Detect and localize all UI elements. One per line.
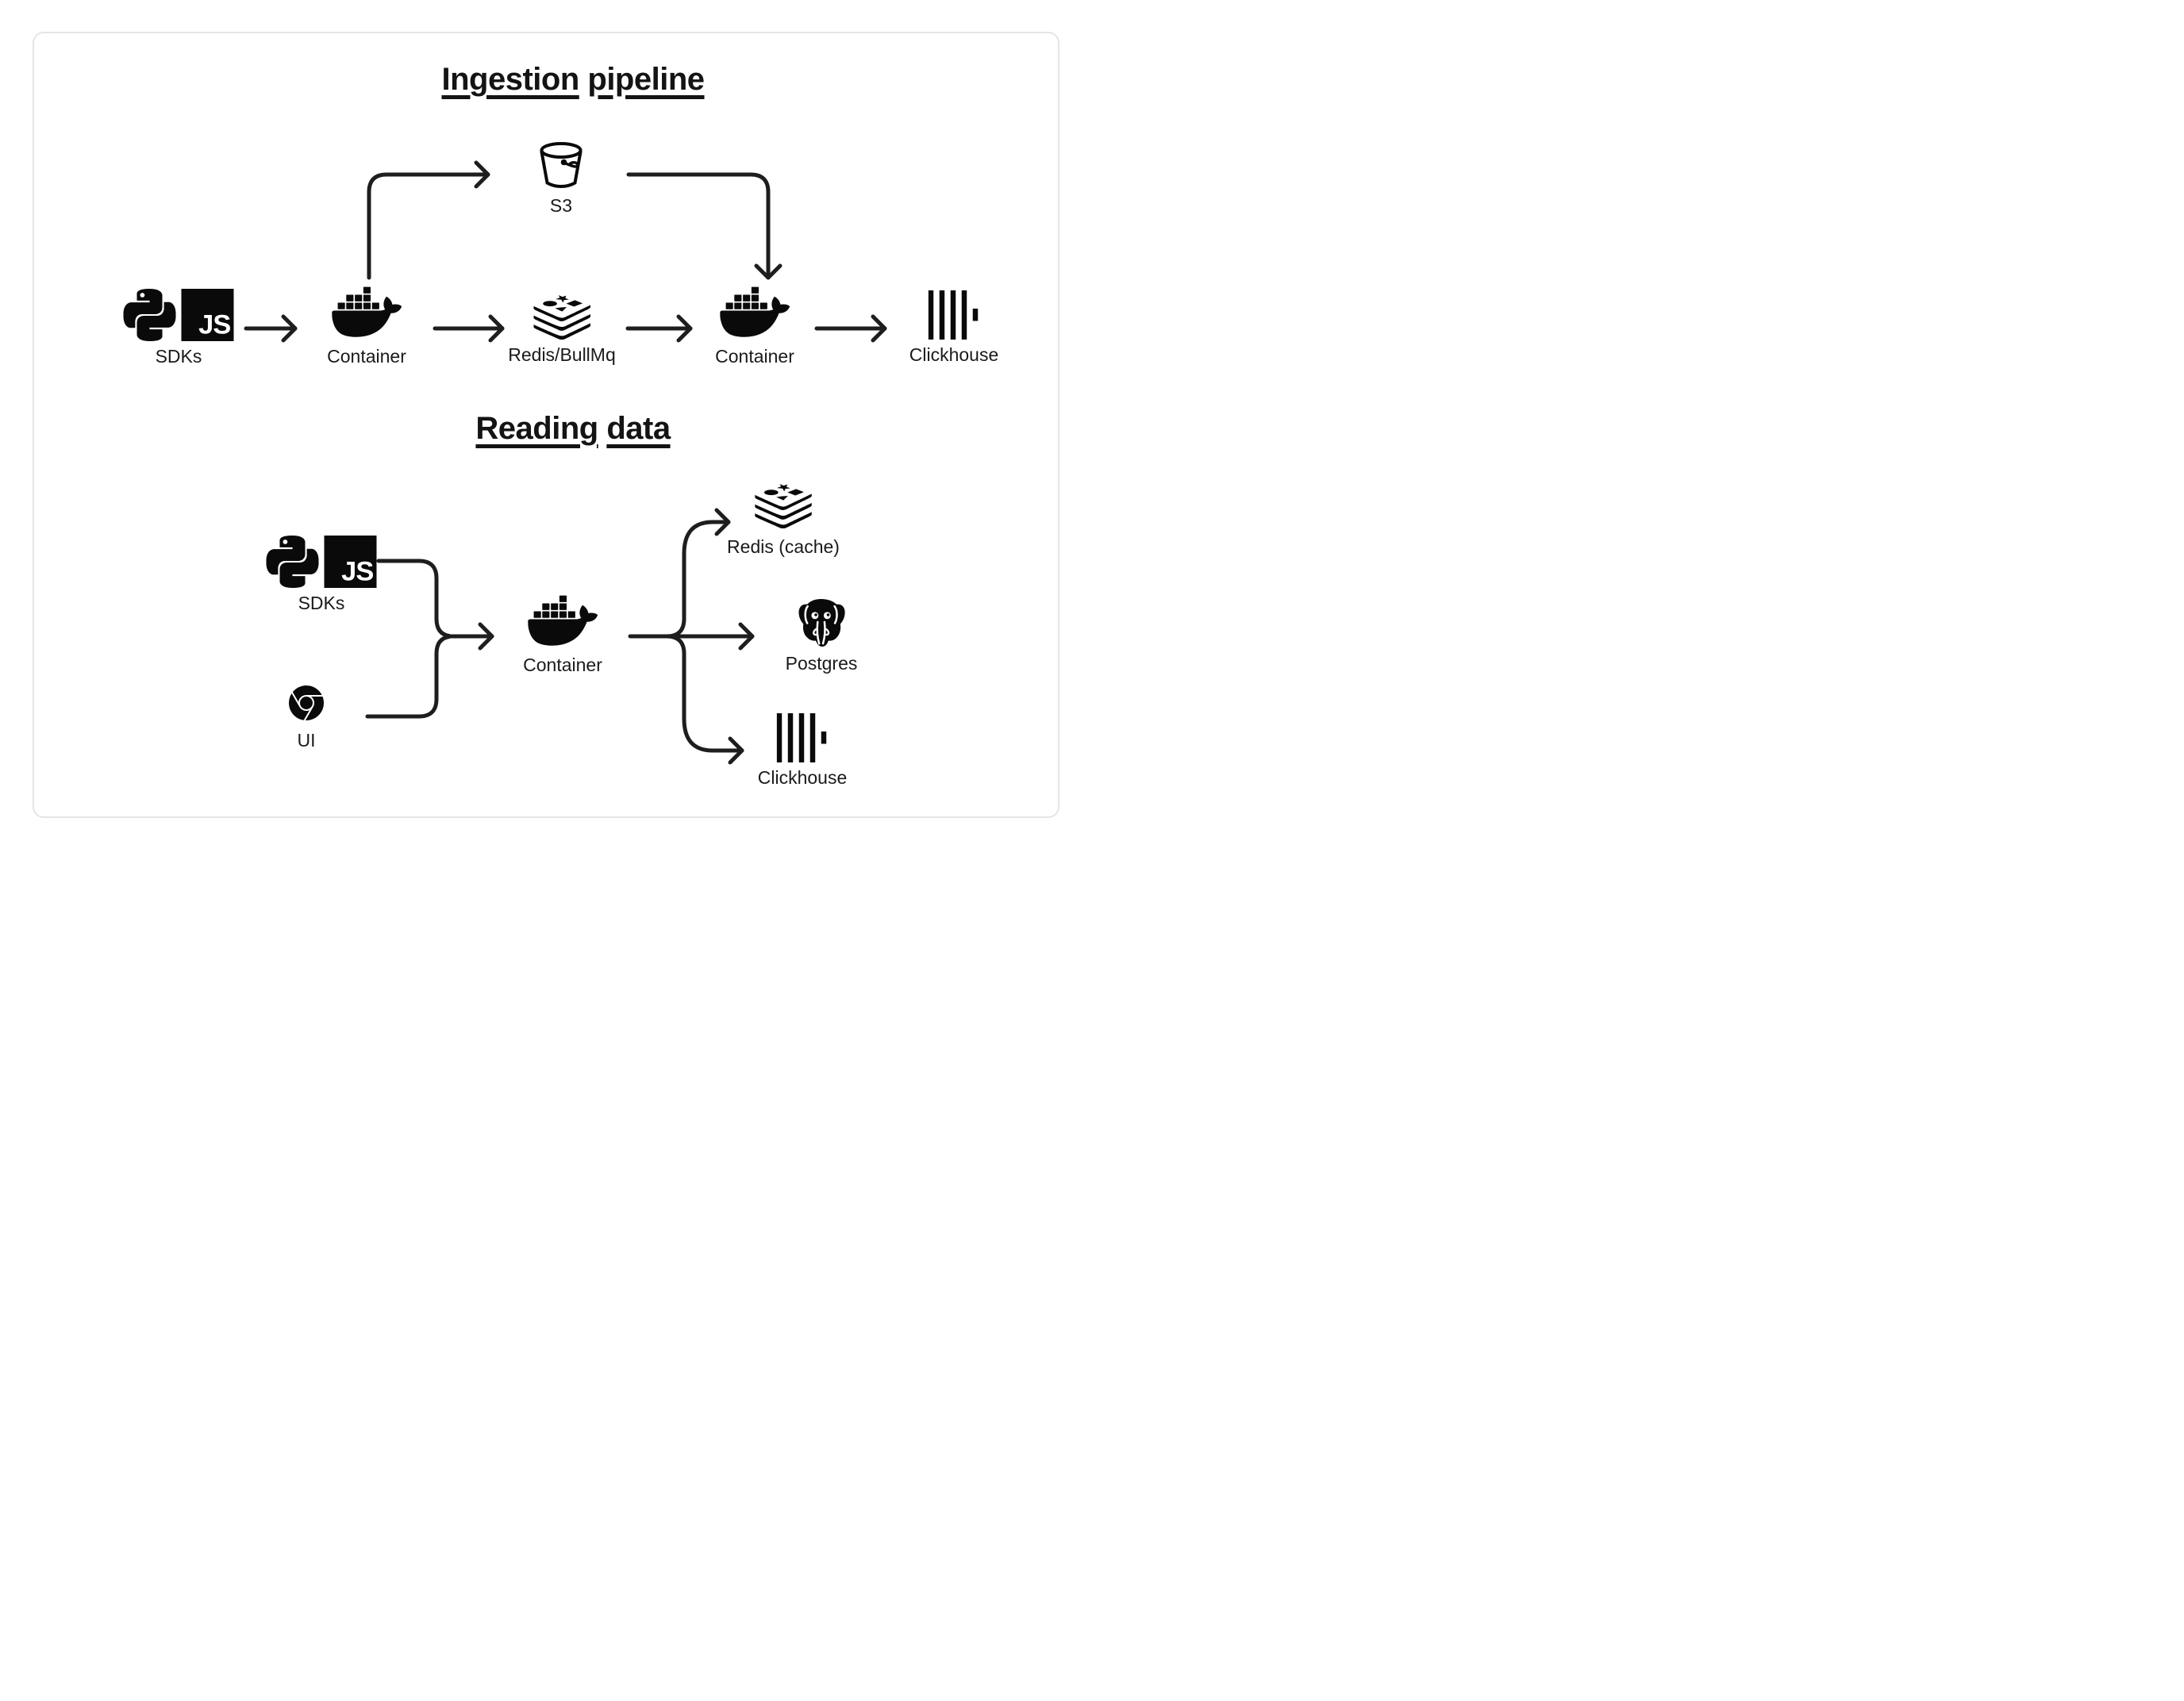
docker-icon <box>720 286 790 341</box>
node-container-ingest: Container <box>327 286 406 367</box>
node-sdks-reading: SDKs <box>267 536 377 614</box>
node-label: Container <box>327 346 406 367</box>
section-title-reading: Reading data <box>475 411 671 446</box>
line-sdks-to-merge <box>376 559 452 638</box>
chrome-icon <box>289 685 324 720</box>
node-label: Postgres <box>785 653 858 674</box>
node-label: Redis (cache) <box>727 536 840 557</box>
node-s3: S3 <box>537 141 585 217</box>
page: { "colors": { "ink": "#1e1e1e", "icon": … <box>0 0 1092 850</box>
sdks-icon-group <box>267 536 377 588</box>
node-redis-queue: Redis/BullMq <box>508 295 616 366</box>
clickhouse-icon <box>929 290 979 340</box>
arrow-container-to-clickhouse-read <box>664 634 744 765</box>
javascript-icon <box>325 536 377 588</box>
node-label: S3 <box>549 195 573 216</box>
postgresql-icon <box>797 597 846 648</box>
node-label: Clickhouse <box>909 344 999 365</box>
arrow-s3-to-container <box>626 172 782 280</box>
arrow-container-to-postgres <box>628 622 755 651</box>
node-postgres: Postgres <box>785 597 858 674</box>
arrow-container-to-clickhouse <box>814 314 887 343</box>
node-label: SDKs <box>298 593 345 613</box>
arrow-sdks-to-container <box>244 314 298 343</box>
python-icon <box>124 289 176 341</box>
node-label: Container <box>715 346 794 367</box>
arrow-container-to-redis <box>433 314 505 343</box>
sdks-icon-group <box>124 289 234 341</box>
diagram-canvas: Ingestion pipeline Reading data <box>0 0 1092 850</box>
arrow-container-to-s3 <box>367 160 490 280</box>
node-clickhouse-ingestion: Clickhouse <box>909 290 999 366</box>
node-container-api: Container <box>523 594 602 676</box>
python-icon <box>267 536 319 588</box>
node-container-worker: Container <box>715 286 794 367</box>
node-redis-cache: Redis (cache) <box>727 484 840 558</box>
node-label: Clickhouse <box>757 767 848 788</box>
node-label: Redis/BullMq <box>508 344 616 365</box>
redis-icon <box>533 295 590 340</box>
javascript-icon <box>182 289 234 341</box>
node-label: Container <box>523 655 602 675</box>
redis-icon <box>755 484 812 528</box>
diagram-card <box>33 32 1059 818</box>
s3-bucket-icon <box>537 141 585 190</box>
arrow-redis-to-container <box>625 314 693 343</box>
node-clickhouse-reading: Clickhouse <box>757 713 848 789</box>
node-ui: UI <box>289 685 324 751</box>
line-ui-to-merge <box>365 635 452 719</box>
arrow-container-to-redis-cache <box>664 508 731 639</box>
node-label: UI <box>297 730 316 751</box>
docker-icon <box>332 286 402 341</box>
arrow-merge-to-container <box>447 622 494 651</box>
clickhouse-icon <box>777 713 828 762</box>
node-sdks-ingestion: SDKs <box>124 289 234 367</box>
docker-icon <box>528 594 598 650</box>
node-label: SDKs <box>155 346 202 367</box>
section-title-ingestion: Ingestion pipeline <box>441 62 705 97</box>
